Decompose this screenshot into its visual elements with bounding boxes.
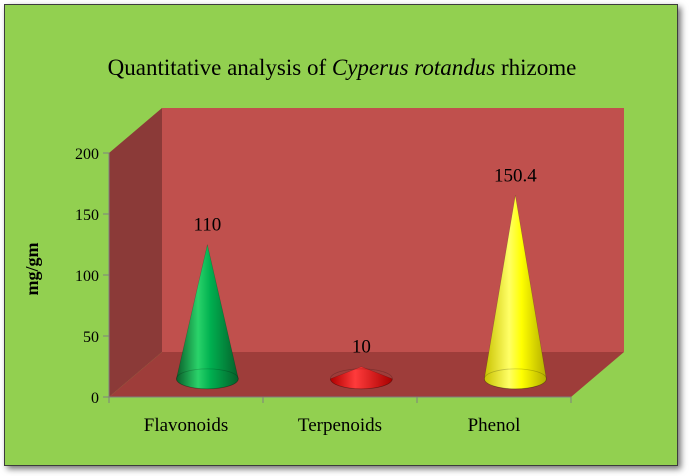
data-label: 150.4 (494, 165, 537, 186)
back-wall (162, 108, 624, 352)
data-label: 10 (352, 337, 371, 358)
x-axis-ticks (108, 397, 572, 403)
category-labels: Flavonoids Terpenoids Phenol (144, 415, 521, 436)
y-tick-label: 0 (91, 390, 99, 407)
cone-chart: Quantitative analysis of Cyperus rotandu… (5, 5, 677, 465)
side-wall (109, 108, 162, 397)
y-axis-ticks: 0 50 100 150 200 (75, 146, 109, 407)
cone-body (330, 366, 393, 390)
data-labels: 110 10 150.4 (193, 165, 537, 357)
y-tick-label: 50 (83, 329, 99, 346)
cone-base (483, 368, 547, 390)
cone-terpenoids (329, 366, 393, 390)
cone-series (175, 195, 547, 390)
y-tick-label: 150 (75, 207, 99, 224)
chart-frame: Quantitative analysis of Cyperus rotandu… (4, 4, 678, 466)
chart-title: Quantitative analysis of Cyperus rotandu… (108, 55, 577, 80)
y-axis-title: mg/gm (22, 243, 42, 296)
cone-base (175, 368, 239, 390)
cone-body (176, 244, 239, 390)
cone-phenol (483, 195, 547, 390)
category-label: Phenol (468, 415, 521, 436)
category-label: Flavonoids (144, 415, 228, 436)
cone-flavonoids (175, 244, 239, 390)
cone-body (484, 195, 547, 390)
y-tick-label: 100 (75, 268, 99, 285)
y-tick-label: 200 (75, 146, 99, 163)
data-label: 110 (193, 215, 221, 236)
cone-base (329, 368, 393, 390)
category-label: Terpenoids (298, 415, 382, 436)
